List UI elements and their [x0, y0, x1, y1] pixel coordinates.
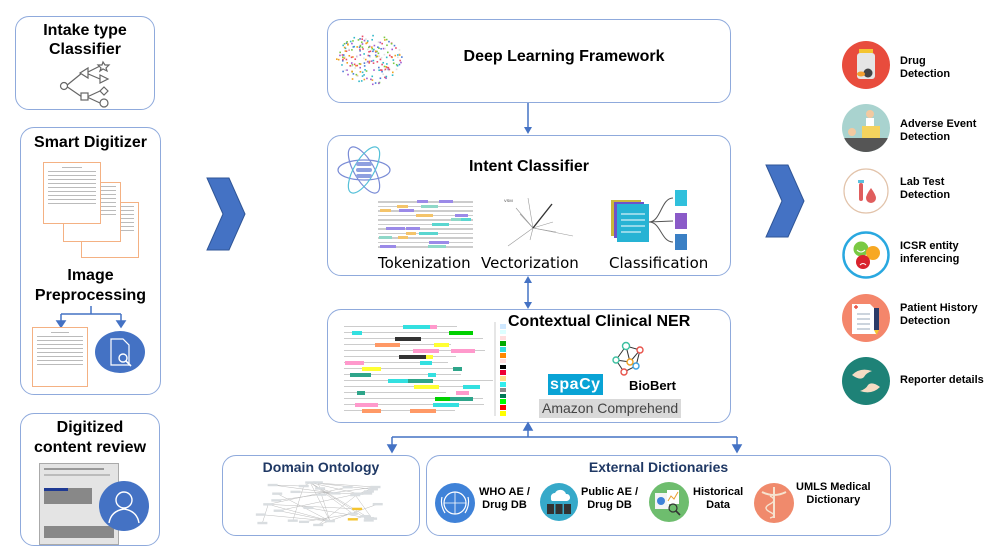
tokenization-image [378, 200, 473, 251]
content-review-title: Digitized content review [33, 419, 147, 456]
medical-record-icon [842, 294, 890, 342]
pill-bottle-icon [842, 41, 890, 89]
branch-connector [386, 421, 743, 454]
tokenization-label: Tokenization [378, 254, 471, 272]
intake-classifier-box: Intake type Classifier [15, 16, 155, 110]
bidirectional-arrow [524, 276, 532, 309]
image-preprocessing-title: Image Preprocessing [34, 267, 147, 304]
output-lab-test-label: Lab Test Detection [900, 176, 951, 201]
intent-classifier-box: Intent Classifier VSM Tokenization Vecto… [327, 135, 731, 276]
dictionary-item-umls: UMLS Medical Dictionary [796, 481, 871, 506]
dictionary-item-historical: Historical Data [693, 486, 744, 511]
output-adverse-event-label: Adverse Event Detection [900, 118, 977, 143]
classification-label: Classification [609, 254, 709, 272]
content-review-box: Digitized content review [20, 413, 160, 546]
chevron-right-icon [206, 177, 246, 251]
arrow-down [524, 103, 532, 134]
output-patient-history-label: Patient History Detection [900, 302, 978, 327]
deep-learning-box: Deep Learning Framework [327, 19, 731, 103]
caduceus-icon [754, 483, 794, 523]
ner-annotation-image [340, 320, 510, 418]
external-dictionaries-box: External Dictionaries WHO AE / Drug DB P… [426, 455, 891, 536]
handshake-icon [842, 357, 890, 405]
hospital-bed-icon [842, 104, 890, 152]
intake-classifier-title: Intake type Classifier [43, 22, 127, 58]
external-dictionaries-title: External Dictionaries [588, 459, 729, 475]
output-drug-label: Drug Detection [900, 55, 951, 80]
output-reporter-label: Reporter details [900, 374, 984, 386]
ner-title: Contextual Clinical NER [508, 313, 691, 330]
smart-digitizer-title: Smart Digitizer [34, 134, 147, 151]
dictionary-item-public: Public AE / Drug DB [581, 486, 639, 511]
document-search-icon [95, 331, 145, 373]
chevron-right-icon [765, 164, 805, 238]
deep-learning-title: Deep Learning Framework [463, 48, 665, 65]
brain-icon [336, 34, 403, 86]
split-arrow-icon [55, 306, 127, 329]
decision-tree-icon [59, 60, 111, 108]
document-icon [32, 327, 88, 387]
classification-image [611, 190, 687, 250]
amazon-comprehend-label: Amazon Comprehend [539, 399, 682, 418]
clinical-ner-box: Contextual Clinical NER spaCy BioBert Am… [327, 309, 731, 423]
domain-ontology-box: Domain Ontology [222, 455, 420, 536]
ontology-graph-icon [255, 481, 383, 527]
reviewer-icon [99, 481, 149, 531]
network-icon [612, 341, 644, 376]
smart-digitizer-box: Smart Digitizer Image Preprocessing [20, 127, 161, 395]
atom-database-icon [337, 146, 391, 194]
output-icsr-label: ICSR entity inferencing [900, 240, 960, 265]
svg-text:VSM: VSM [504, 198, 513, 203]
domain-ontology-title: Domain Ontology [262, 459, 380, 475]
dictionary-item-who: WHO AE / Drug DB [479, 486, 530, 511]
intent-classifier-title: Intent Classifier [468, 158, 590, 175]
spacy-logo: spaCy [548, 374, 603, 395]
vectorization-label: Vectorization [481, 254, 579, 272]
blood-test-icon [843, 168, 889, 214]
cloud-server-icon [540, 483, 578, 521]
emoji-faces-icon [842, 231, 890, 279]
document-stack-icon [43, 162, 143, 258]
analytics-icon [649, 482, 689, 522]
un-globe-icon [435, 483, 475, 523]
biobert-label: BioBert [629, 378, 676, 393]
vectorization-image: VSM [504, 197, 574, 247]
